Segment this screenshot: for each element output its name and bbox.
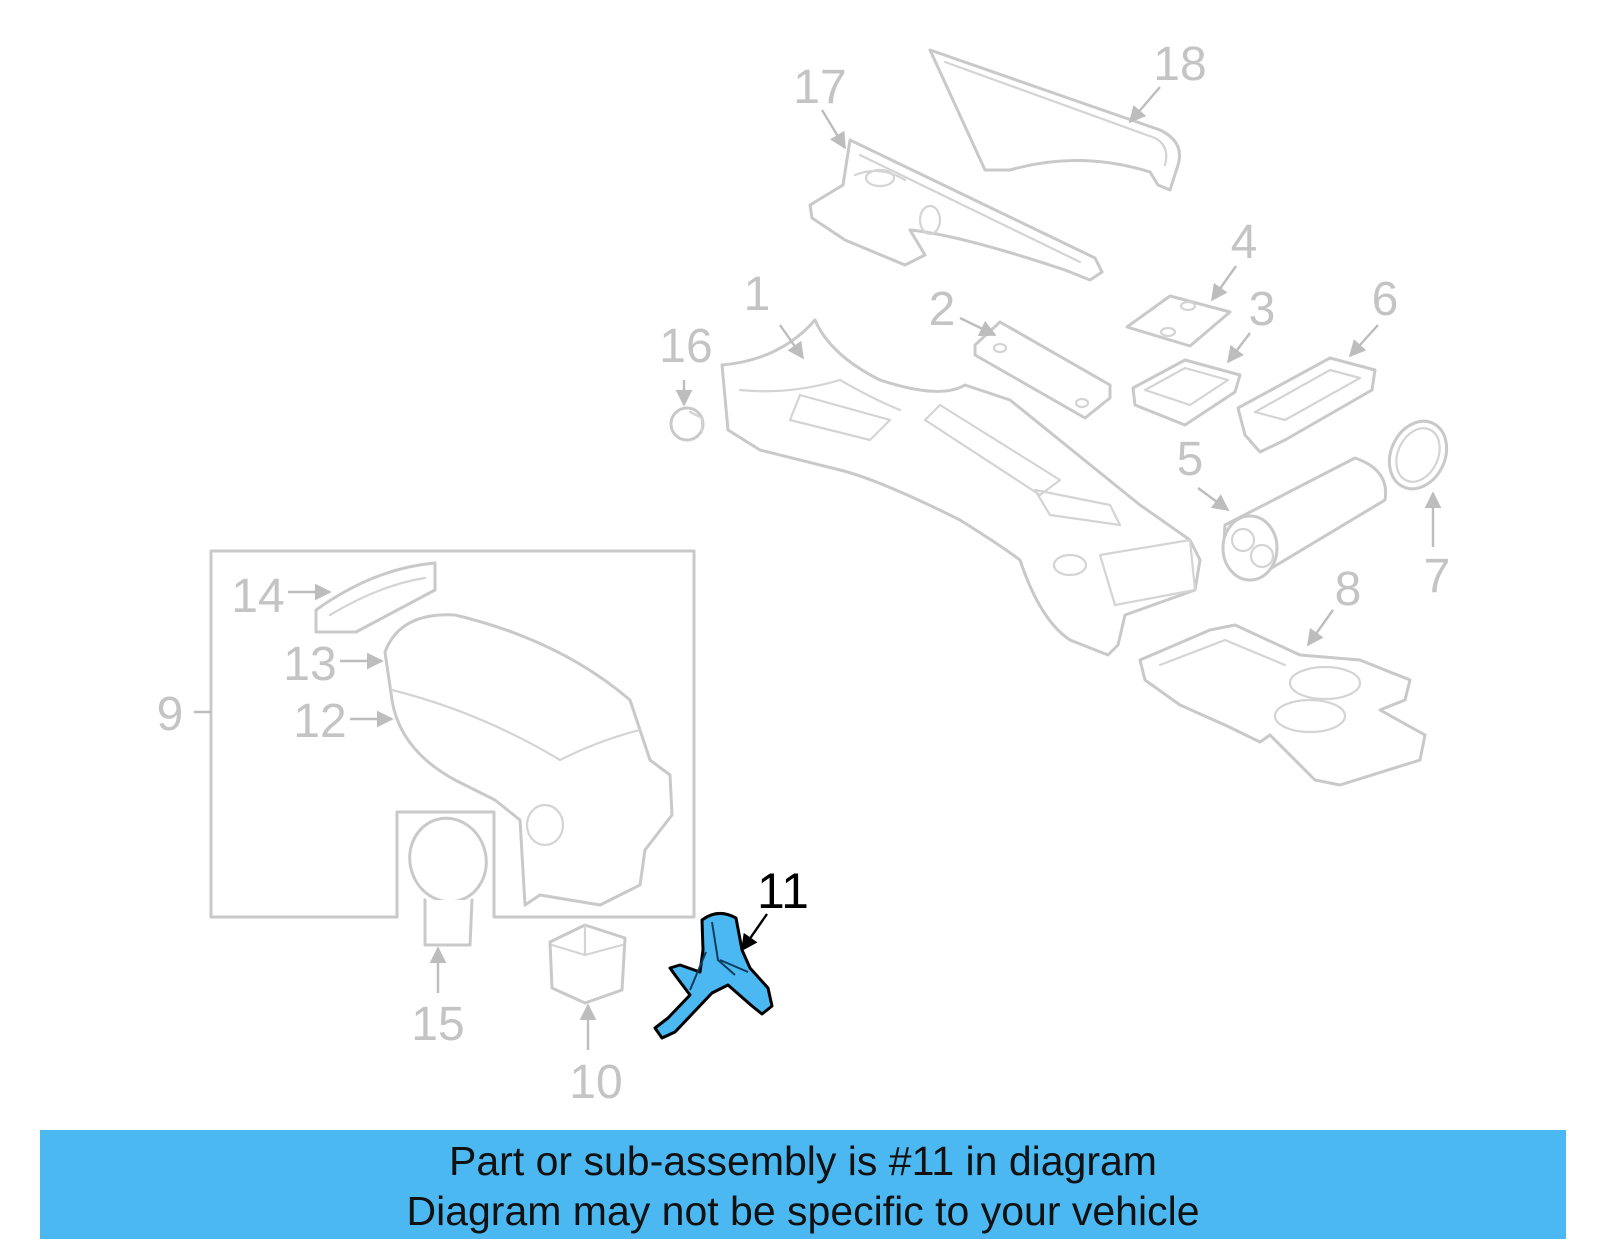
part-16-clip[interactable]	[669, 406, 705, 442]
part-5-cup-holder[interactable]	[1221, 456, 1388, 582]
banner-line-part: Part or sub-assembly is #11 in diagram	[449, 1138, 1157, 1184]
part-2-pad[interactable]	[973, 320, 1112, 420]
part-12-13-armrest[interactable]	[383, 613, 674, 907]
part-10-bracket[interactable]	[548, 923, 627, 1005]
part-14-lid-insert[interactable]	[314, 561, 437, 634]
info-banner: Part or sub-assembly is #11 in diagram D…	[40, 1130, 1566, 1239]
part-17-bracket-rail[interactable]	[808, 138, 1104, 282]
callout-16: 16	[659, 320, 712, 373]
callout-10: 10	[569, 1056, 622, 1109]
part-8-insert[interactable]	[1138, 623, 1427, 787]
callout-7: 7	[1424, 550, 1451, 603]
part-9-group-box	[209, 549, 696, 919]
part-4-mat[interactable]	[1125, 294, 1232, 348]
part-6-tray[interactable]	[1236, 356, 1377, 454]
callout-2: 2	[929, 283, 956, 336]
callout-9: 9	[157, 688, 184, 741]
callout-labels: 1 2 3 4 5 6 7 8 9 10 11 12 13 14 15 16 1…	[157, 38, 1451, 1109]
callout-14: 14	[231, 570, 284, 623]
callout-6: 6	[1372, 273, 1399, 326]
callout-13: 13	[283, 638, 336, 691]
part-15-knob[interactable]	[400, 810, 495, 947]
part-11-highlighted[interactable]	[653, 912, 774, 1040]
banner-line-disclaimer: Diagram may not be specific to your vehi…	[406, 1188, 1200, 1234]
callout-17: 17	[793, 61, 846, 114]
callout-18: 18	[1153, 38, 1206, 91]
callout-15: 15	[411, 998, 464, 1051]
callout-8: 8	[1335, 563, 1362, 616]
part-3-tray[interactable]	[1131, 358, 1242, 427]
callout-4: 4	[1231, 216, 1258, 269]
callout-11: 11	[757, 863, 809, 919]
part-1-center-console[interactable]	[720, 318, 1202, 657]
callout-12: 12	[293, 695, 346, 748]
leader-lines	[194, 86, 1442, 1050]
part-18-trim-panel[interactable]	[928, 48, 1181, 192]
part-7-ring[interactable]	[1379, 412, 1458, 498]
callout-3: 3	[1249, 283, 1276, 336]
callout-1: 1	[744, 268, 771, 321]
callout-5: 5	[1177, 433, 1204, 486]
